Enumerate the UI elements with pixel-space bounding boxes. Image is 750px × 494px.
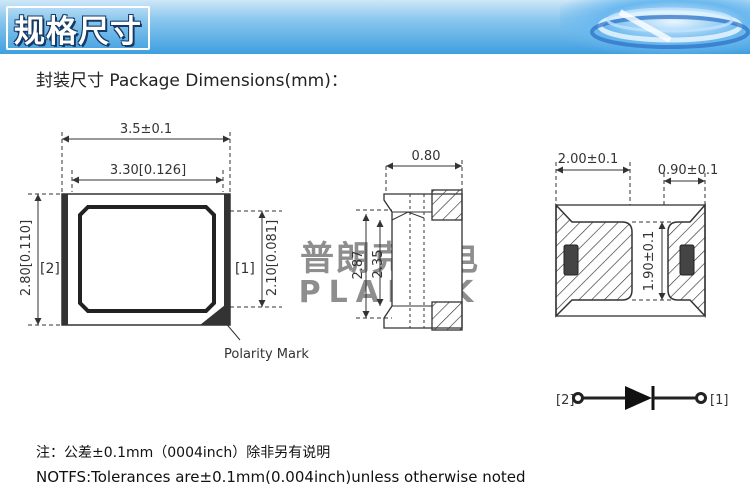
bottom-view: 2.00±0.1 0.90±0.1 1.90±0.1 — [555, 152, 719, 318]
dim-width-overall: 3.5±0.1 — [120, 122, 172, 137]
header-banner: 规格尺寸 — [0, 0, 750, 54]
dim-height-inner: 2.10[0.081] — [265, 220, 280, 296]
dim-thickness: 0.80 — [412, 149, 441, 164]
terminal-right-label: [1] — [235, 261, 255, 277]
dim-side-height-inner: 2.35 — [371, 250, 386, 279]
tolerance-note-cn: 注：公差±0.1mm（0004inch）除非另有说明 — [36, 445, 331, 461]
top-view: 3.5±0.1 3.30[0.126] 2.80[0.110] [2] 2.10… — [19, 122, 309, 362]
dim-height-overall: 2.80[0.110] — [19, 220, 34, 296]
dim-width-inner: 3.30[0.126] — [110, 163, 186, 178]
dim-side-height-total: 2.87 — [351, 251, 366, 280]
section-heading: 封装尺寸 Package Dimensions(mm)： — [36, 71, 348, 91]
dim-pad-height: 1.90±0.1 — [642, 231, 657, 292]
terminal-left-label: [2] — [40, 261, 60, 277]
side-view: 0.80 2.87 2.35 — [351, 149, 463, 331]
tolerance-note-en: NOTFS:Tolerances are±0.1mm(0.004inch)unl… — [36, 468, 526, 486]
led-strip-coil-icon — [590, 7, 750, 49]
banner-title: 规格尺寸 — [14, 13, 142, 50]
circuit-cathode-label: [1] — [710, 393, 728, 408]
polarity-mark-label: Polarity Mark — [224, 347, 309, 362]
circuit-anode-label: [2] — [556, 393, 574, 408]
banner-title-frame: 规格尺寸 — [6, 6, 150, 50]
dim-pad-width: 2.00±0.1 — [558, 152, 619, 167]
dim-pad-small-width: 0.90±0.1 — [658, 163, 719, 178]
diode-symbol: [2] [1] — [556, 386, 728, 410]
